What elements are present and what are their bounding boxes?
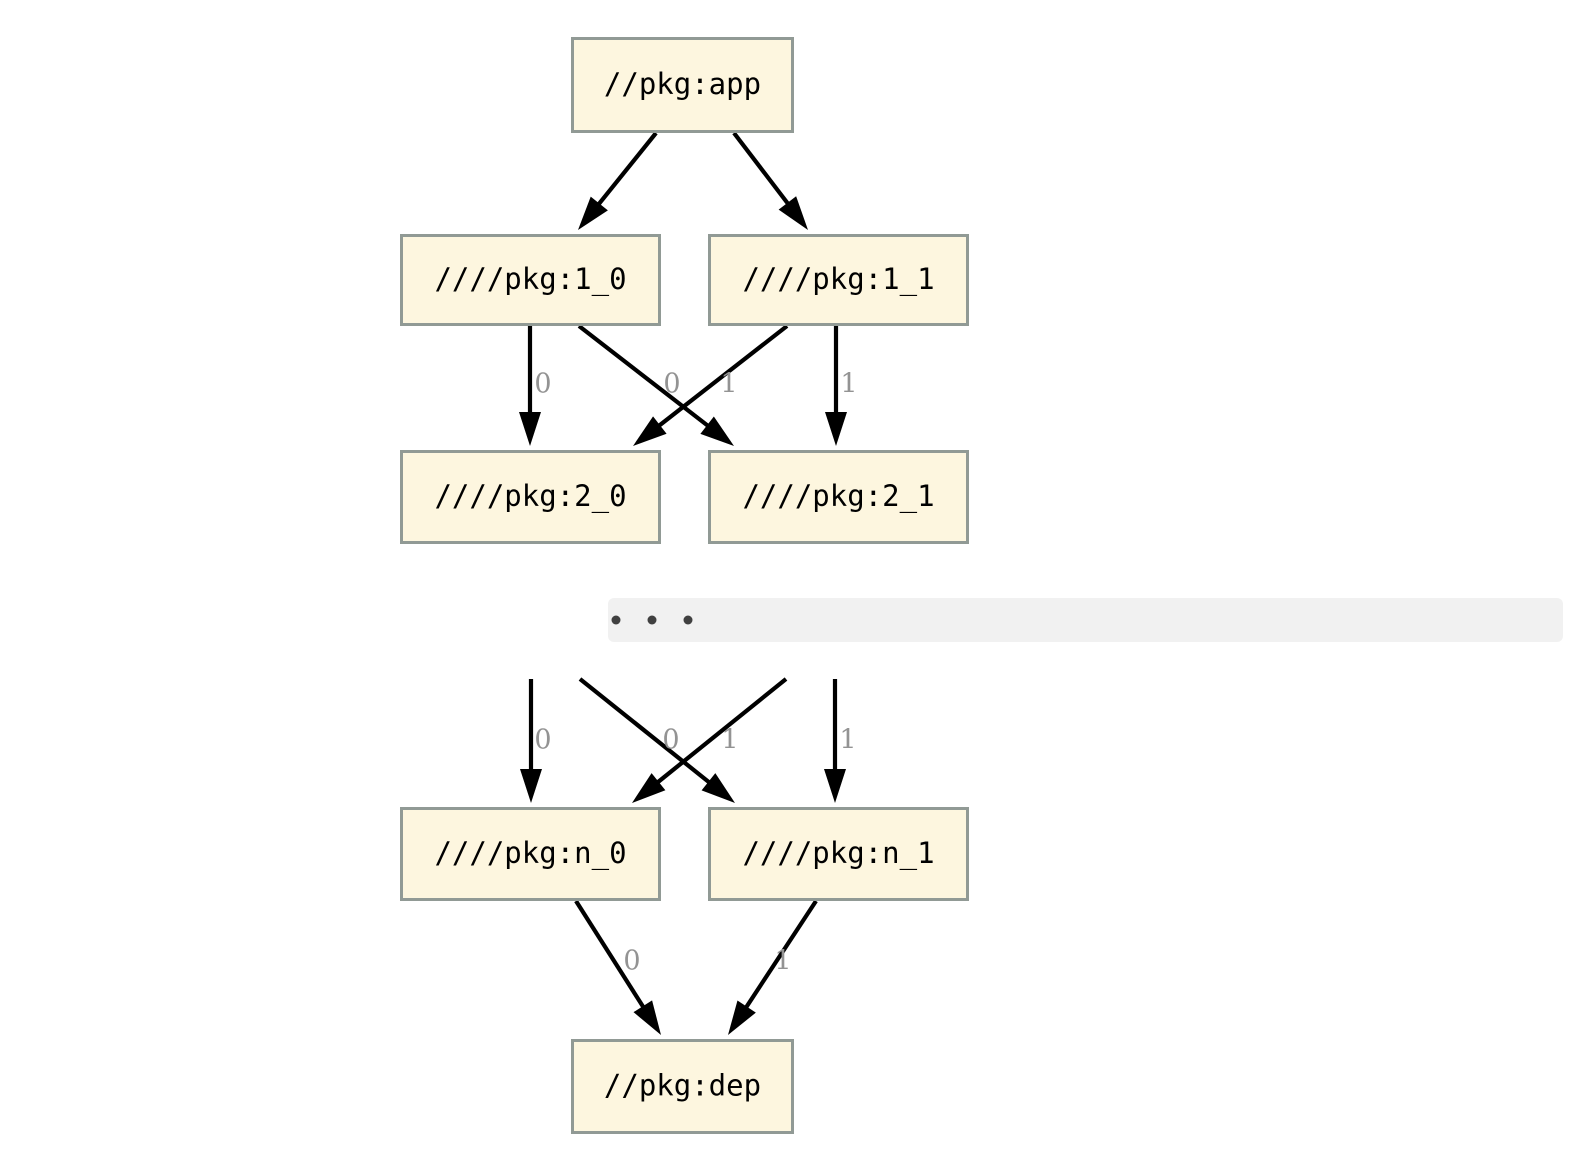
- edge-arrowhead: [519, 412, 541, 446]
- node-box[interactable]: [400, 234, 661, 326]
- node-box[interactable]: [400, 807, 661, 901]
- edge-n_1-dep: [728, 899, 818, 1035]
- edge-shaft: [595, 131, 658, 208]
- ellipsis-separator: [608, 598, 1563, 642]
- edge-x-n_1b: [824, 679, 846, 803]
- edge-arrowhead: [824, 769, 846, 803]
- ellipsis-dot-2: [683, 615, 693, 625]
- node-label: ////pkg:2_1: [742, 479, 934, 514]
- node-label: ////pkg:1_0: [434, 262, 626, 297]
- node-box[interactable]: [571, 37, 794, 133]
- edge-1_1-2_0: [633, 324, 789, 446]
- ellipsis-dots: [611, 615, 693, 625]
- edge-label-x-n_0: 0: [534, 725, 551, 756]
- edge-n_0-dep: [574, 899, 661, 1035]
- node-label: //pkg:dep: [604, 1069, 761, 1103]
- edge-arrowhead: [701, 773, 735, 803]
- edge-arrowhead: [632, 773, 666, 803]
- edge-label-n_0-dep: 0: [623, 946, 640, 977]
- edge-label-x-n_1b: 1: [839, 725, 856, 756]
- node-box[interactable]: [400, 450, 661, 544]
- edge-shaft: [742, 899, 818, 1012]
- edge-1_0-2_1: [577, 324, 734, 446]
- edge-label-1_0-2_0: 0: [534, 369, 551, 400]
- edge-app-1_1: [732, 131, 808, 230]
- edge-shaft: [655, 324, 789, 430]
- edge-app-1_0: [578, 131, 658, 230]
- edge-label-n_1-dep: 1: [774, 946, 791, 977]
- edge-labels-layer: 0 0 1 1 0 0 1 1 0 1: [534, 369, 857, 977]
- node-n1_0[interactable]: ////pkg:1_0: [400, 234, 661, 326]
- edge-arrowhead: [825, 412, 847, 446]
- node-box[interactable]: [571, 1039, 794, 1134]
- node-n2_0[interactable]: ////pkg:2_0: [400, 450, 661, 544]
- ellipsis-dot-0: [611, 615, 621, 625]
- edge-shaft: [577, 324, 712, 430]
- edge-arrowhead: [520, 769, 542, 803]
- node-n2_1[interactable]: ////pkg:2_1: [708, 450, 969, 544]
- edge-label-1_0-2_1: 0: [663, 369, 680, 400]
- node-label: ////pkg:2_0: [434, 479, 626, 514]
- node-label: ////pkg:n_1: [742, 836, 934, 871]
- edge-1_1-2_1: [825, 326, 847, 446]
- edge-arrowhead: [778, 196, 808, 230]
- edge-arrowhead: [633, 416, 667, 446]
- edge-label-x-n_1a: 0: [662, 725, 679, 756]
- node-box[interactable]: [708, 234, 969, 326]
- edge-shaft: [654, 677, 788, 786]
- edge-x-n_1a: [578, 677, 735, 803]
- edge-x-n_0: [520, 679, 542, 803]
- edge-arrowhead: [578, 196, 608, 230]
- node-nn_0[interactable]: ////pkg:n_0: [400, 807, 661, 901]
- edge-label-1_1-2_0: 1: [720, 369, 737, 400]
- edges-layer: [519, 131, 847, 1035]
- node-box[interactable]: [708, 807, 969, 901]
- edge-shaft: [732, 131, 792, 208]
- edge-arrowhead: [700, 416, 734, 446]
- node-label: ////pkg:1_1: [742, 262, 934, 297]
- node-box[interactable]: [708, 450, 969, 544]
- edge-arrowhead: [728, 1000, 756, 1035]
- nodes-layer: //pkg:app ////pkg:1_0 ////pkg:1_1 ////pkg:2…: [400, 37, 969, 1134]
- edge-1_0-2_0: [519, 326, 541, 446]
- node-dep[interactable]: //pkg:dep: [571, 1039, 794, 1134]
- node-app[interactable]: //pkg:app: [571, 37, 794, 133]
- ellipsis-dot-1: [647, 615, 657, 625]
- edge-shaft: [574, 899, 647, 1011]
- ellipsis-band: [608, 598, 1563, 642]
- edge-arrowhead: [633, 1000, 661, 1035]
- edge-shaft: [578, 677, 713, 786]
- node-nn_1[interactable]: ////pkg:n_1: [708, 807, 969, 901]
- edge-label-1_1-2_1: 1: [840, 369, 857, 400]
- node-n1_1[interactable]: ////pkg:1_1: [708, 234, 969, 326]
- edge-label-x-n_0b: 1: [721, 725, 738, 756]
- edge-x-n_0b: [632, 677, 788, 803]
- node-label: ////pkg:n_0: [434, 836, 626, 871]
- node-label: //pkg:app: [604, 67, 761, 101]
